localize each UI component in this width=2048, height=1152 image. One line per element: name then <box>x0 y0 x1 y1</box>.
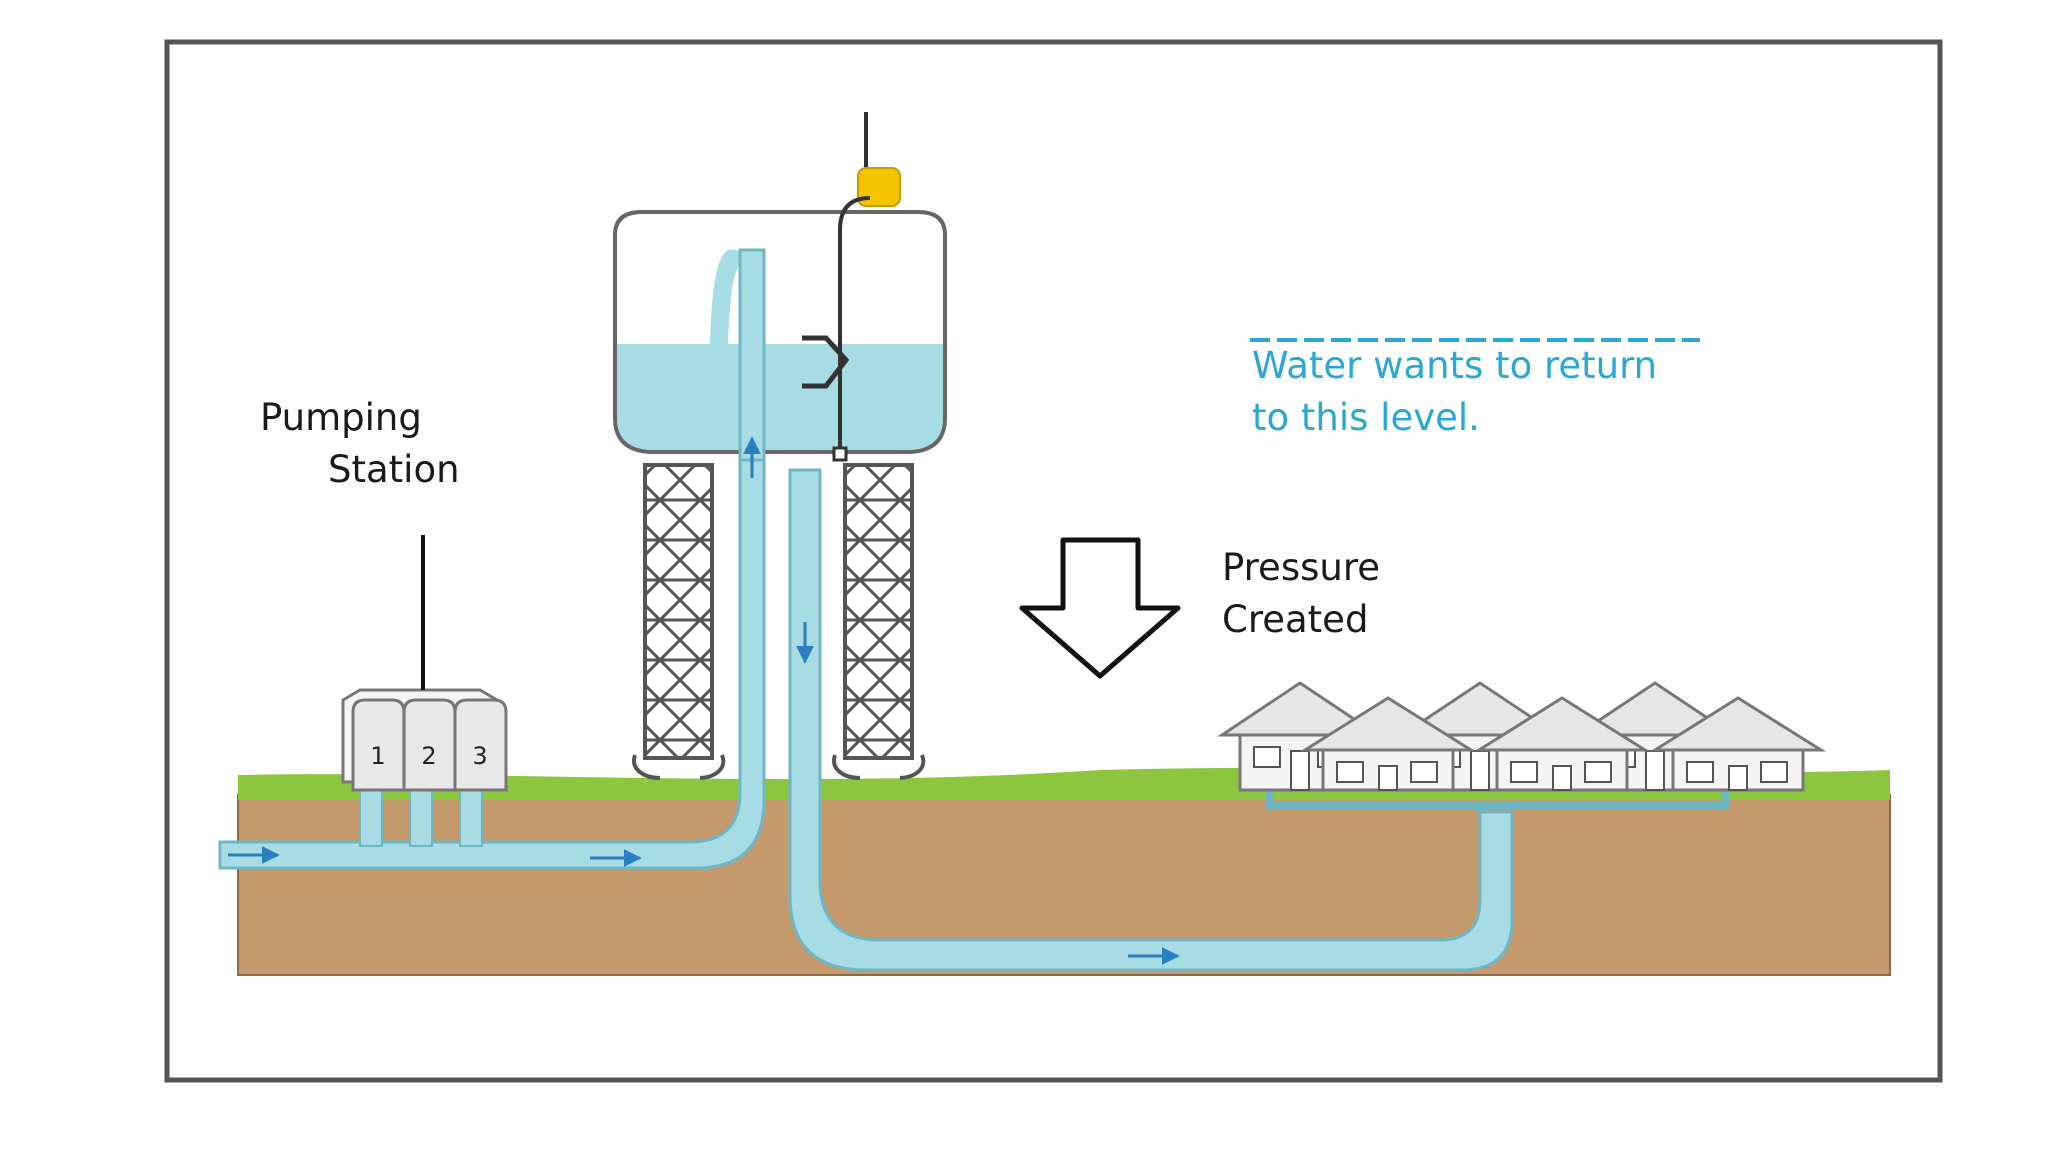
house <box>1299 696 1477 792</box>
float-switch-icon <box>802 335 850 389</box>
house <box>1217 681 1383 792</box>
label-water-level-2: to this level. <box>1252 396 1480 439</box>
house-service-pipes <box>1266 780 1729 812</box>
pressure-arrow-icon <box>1019 537 1181 679</box>
door-icon <box>1378 765 1398 791</box>
door-icon <box>1290 750 1310 791</box>
window-icon <box>1510 761 1538 783</box>
window-icon <box>1253 746 1281 768</box>
label-pumping: Pumping <box>260 396 422 439</box>
window-icon <box>1336 761 1364 783</box>
window-icon <box>1760 761 1788 783</box>
pump-number-3: 3 <box>472 742 487 770</box>
door-icon <box>1552 765 1572 791</box>
house <box>1473 696 1651 792</box>
window-icon <box>1686 761 1714 783</box>
door-icon <box>1470 750 1490 791</box>
distribution-pipe <box>788 468 1514 972</box>
label-water-level-1: Water wants to return <box>1252 344 1657 387</box>
pump-number-2: 2 <box>421 742 436 770</box>
door-icon <box>1728 765 1748 791</box>
window-icon <box>1584 761 1612 783</box>
sensor-cable <box>838 196 871 455</box>
tower-foot-left <box>632 754 726 780</box>
tank-riser-pipe <box>738 248 766 462</box>
houses <box>1217 681 1827 792</box>
inlet-pipe <box>218 248 766 870</box>
tower-leg-right <box>843 463 914 760</box>
window-icon <box>1410 761 1438 783</box>
label-pressure: Pressure <box>1222 546 1380 589</box>
tank-water <box>617 344 943 450</box>
label-created: Created <box>1222 598 1368 641</box>
door-icon <box>1645 750 1665 791</box>
tower-leg-left <box>643 463 714 760</box>
tower-foot-right <box>832 754 926 780</box>
sensor-weight <box>832 446 848 462</box>
label-station: Station <box>328 448 460 491</box>
riser-overflow <box>710 249 744 344</box>
pump-number-1: 1 <box>370 742 385 770</box>
house <box>1649 696 1827 792</box>
pumping-station <box>341 688 508 792</box>
